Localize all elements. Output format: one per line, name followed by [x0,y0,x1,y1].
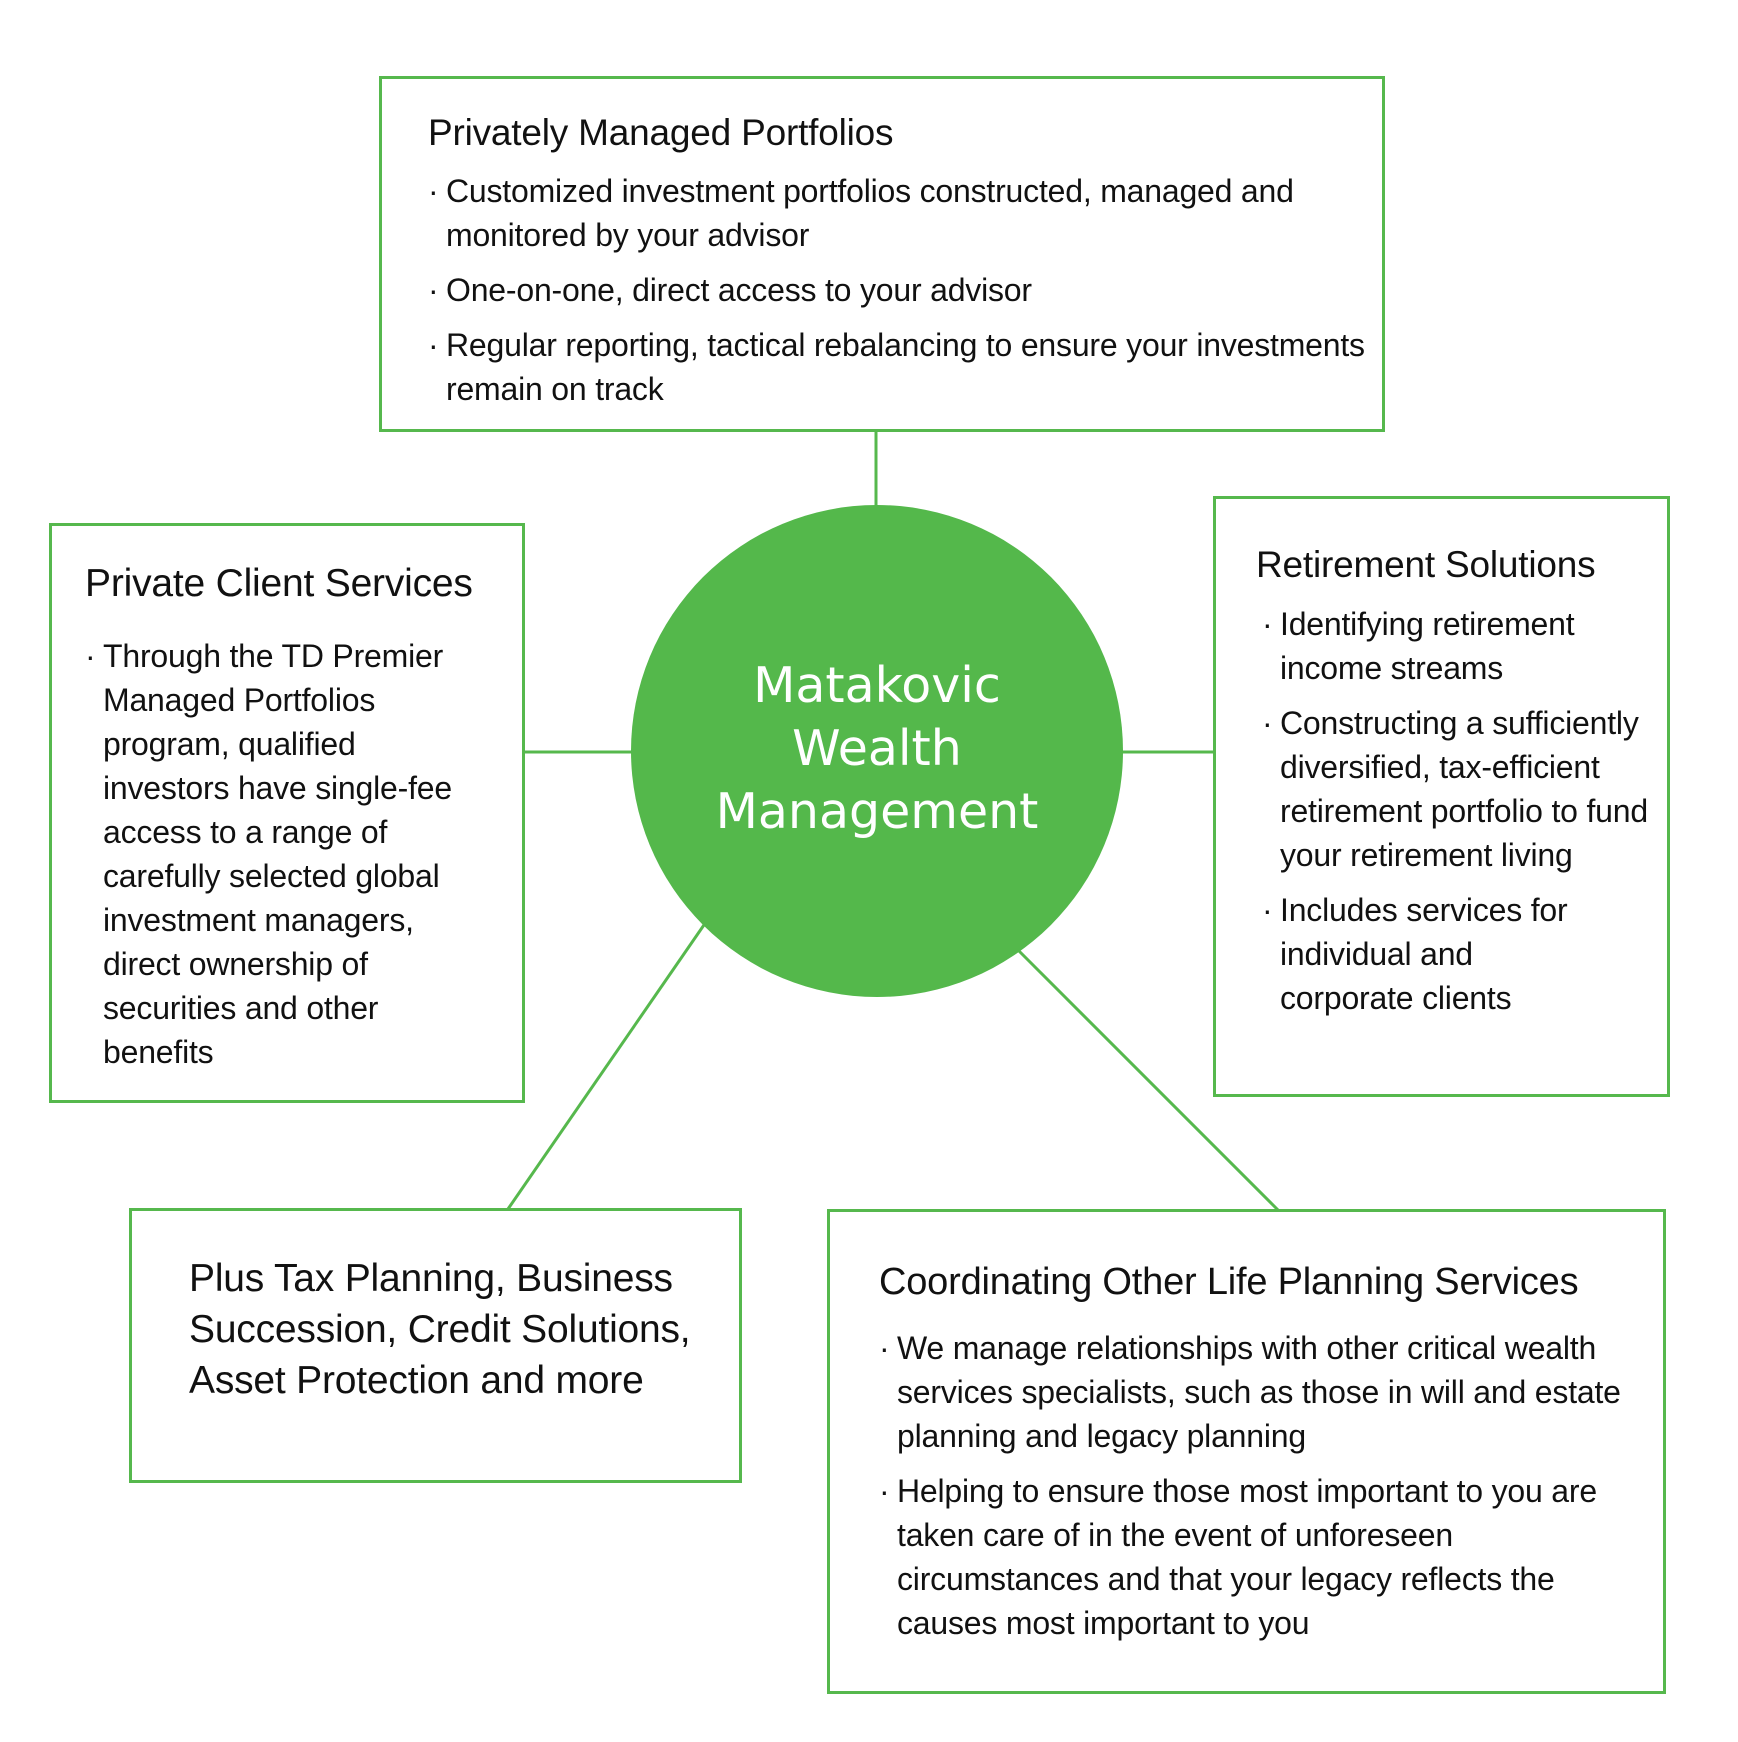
bullet-item: ·Helping to ensure those most important … [879,1469,1663,1645]
bullet-dot-icon: · [428,173,439,209]
hub-title-line: Management [715,782,1039,840]
bullet-text: Identifying retirement income streams [1280,606,1575,686]
bullet-text: Regular reporting, tactical rebalancing … [446,327,1365,407]
bullet-dot-icon: · [428,272,439,308]
box-coordinating-life-planning: Coordinating Other Life Planning Service… [827,1209,1666,1694]
box-title: Retirement Solutions [1256,544,1596,585]
bullet-item: ·Customized investment portfolios constr… [428,169,1382,257]
connector-bottom-left [506,921,708,1210]
bullet-list: ·Through the TD Premier Managed Portfoli… [85,634,522,1074]
bullet-text: Includes services for individual and cor… [1280,892,1568,1016]
hub-title: Matakovic Wealth Management [716,654,1039,843]
bullet-list: ·Customized investment portfolios constr… [428,169,1382,411]
bullet-item: ·We manage relationships with other crit… [879,1326,1663,1458]
bullet-item: ·Includes services for individual and co… [1262,888,1667,1020]
bullet-item: ·Through the TD Premier Managed Portfoli… [85,634,522,1074]
bullet-item: ·Regular reporting, tactical rebalancing… [428,323,1382,411]
bullet-text: We manage relationships with other criti… [897,1330,1621,1454]
box-additional-services: Plus Tax Planning, Business Succession, … [129,1208,742,1483]
bullet-item: ·One-on-one, direct access to your advis… [428,268,1382,312]
box-text: Plus Tax Planning, Business Succession, … [189,1257,691,1402]
bullet-dot-icon: · [85,638,96,674]
bullet-list: ·We manage relationships with other crit… [879,1326,1663,1645]
bullet-text: Through the TD Premier Managed Portfolio… [103,638,452,1070]
bullet-dot-icon: · [1262,606,1273,642]
bullet-dot-icon: · [428,327,439,363]
bullet-list: ·Identifying retirement income streams ·… [1256,602,1667,1020]
bullet-text: Constructing a sufficiently diversified,… [1280,705,1648,873]
box-title: Private Client Services [85,562,473,605]
bullet-dot-icon: · [1262,705,1273,741]
box-retirement-solutions: Retirement Solutions ·Identifying retire… [1213,496,1670,1097]
hub-circle: Matakovic Wealth Management [631,505,1123,997]
bullet-text: Customized investment portfolios constru… [446,173,1294,253]
connector-bottom-right [1016,948,1280,1212]
bullet-item: ·Identifying retirement income streams [1262,602,1667,690]
hub-title-line: Wealth [792,719,962,777]
box-title: Coordinating Other Life Planning Service… [879,1261,1579,1303]
bullet-text: Helping to ensure those most important t… [897,1473,1597,1641]
hub-title-line: Matakovic [753,656,1001,714]
box-privately-managed-portfolios: Privately Managed Portfolios ·Customized… [379,76,1385,432]
box-private-client-services: Private Client Services ·Through the TD … [49,523,525,1103]
bullet-dot-icon: · [1262,892,1273,928]
bullet-dot-icon: · [879,1473,890,1509]
bullet-dot-icon: · [879,1330,890,1366]
box-title: Privately Managed Portfolios [428,112,894,153]
bullet-text: One-on-one, direct access to your adviso… [446,272,1032,308]
bullet-item: ·Constructing a sufficiently diversified… [1262,701,1667,877]
